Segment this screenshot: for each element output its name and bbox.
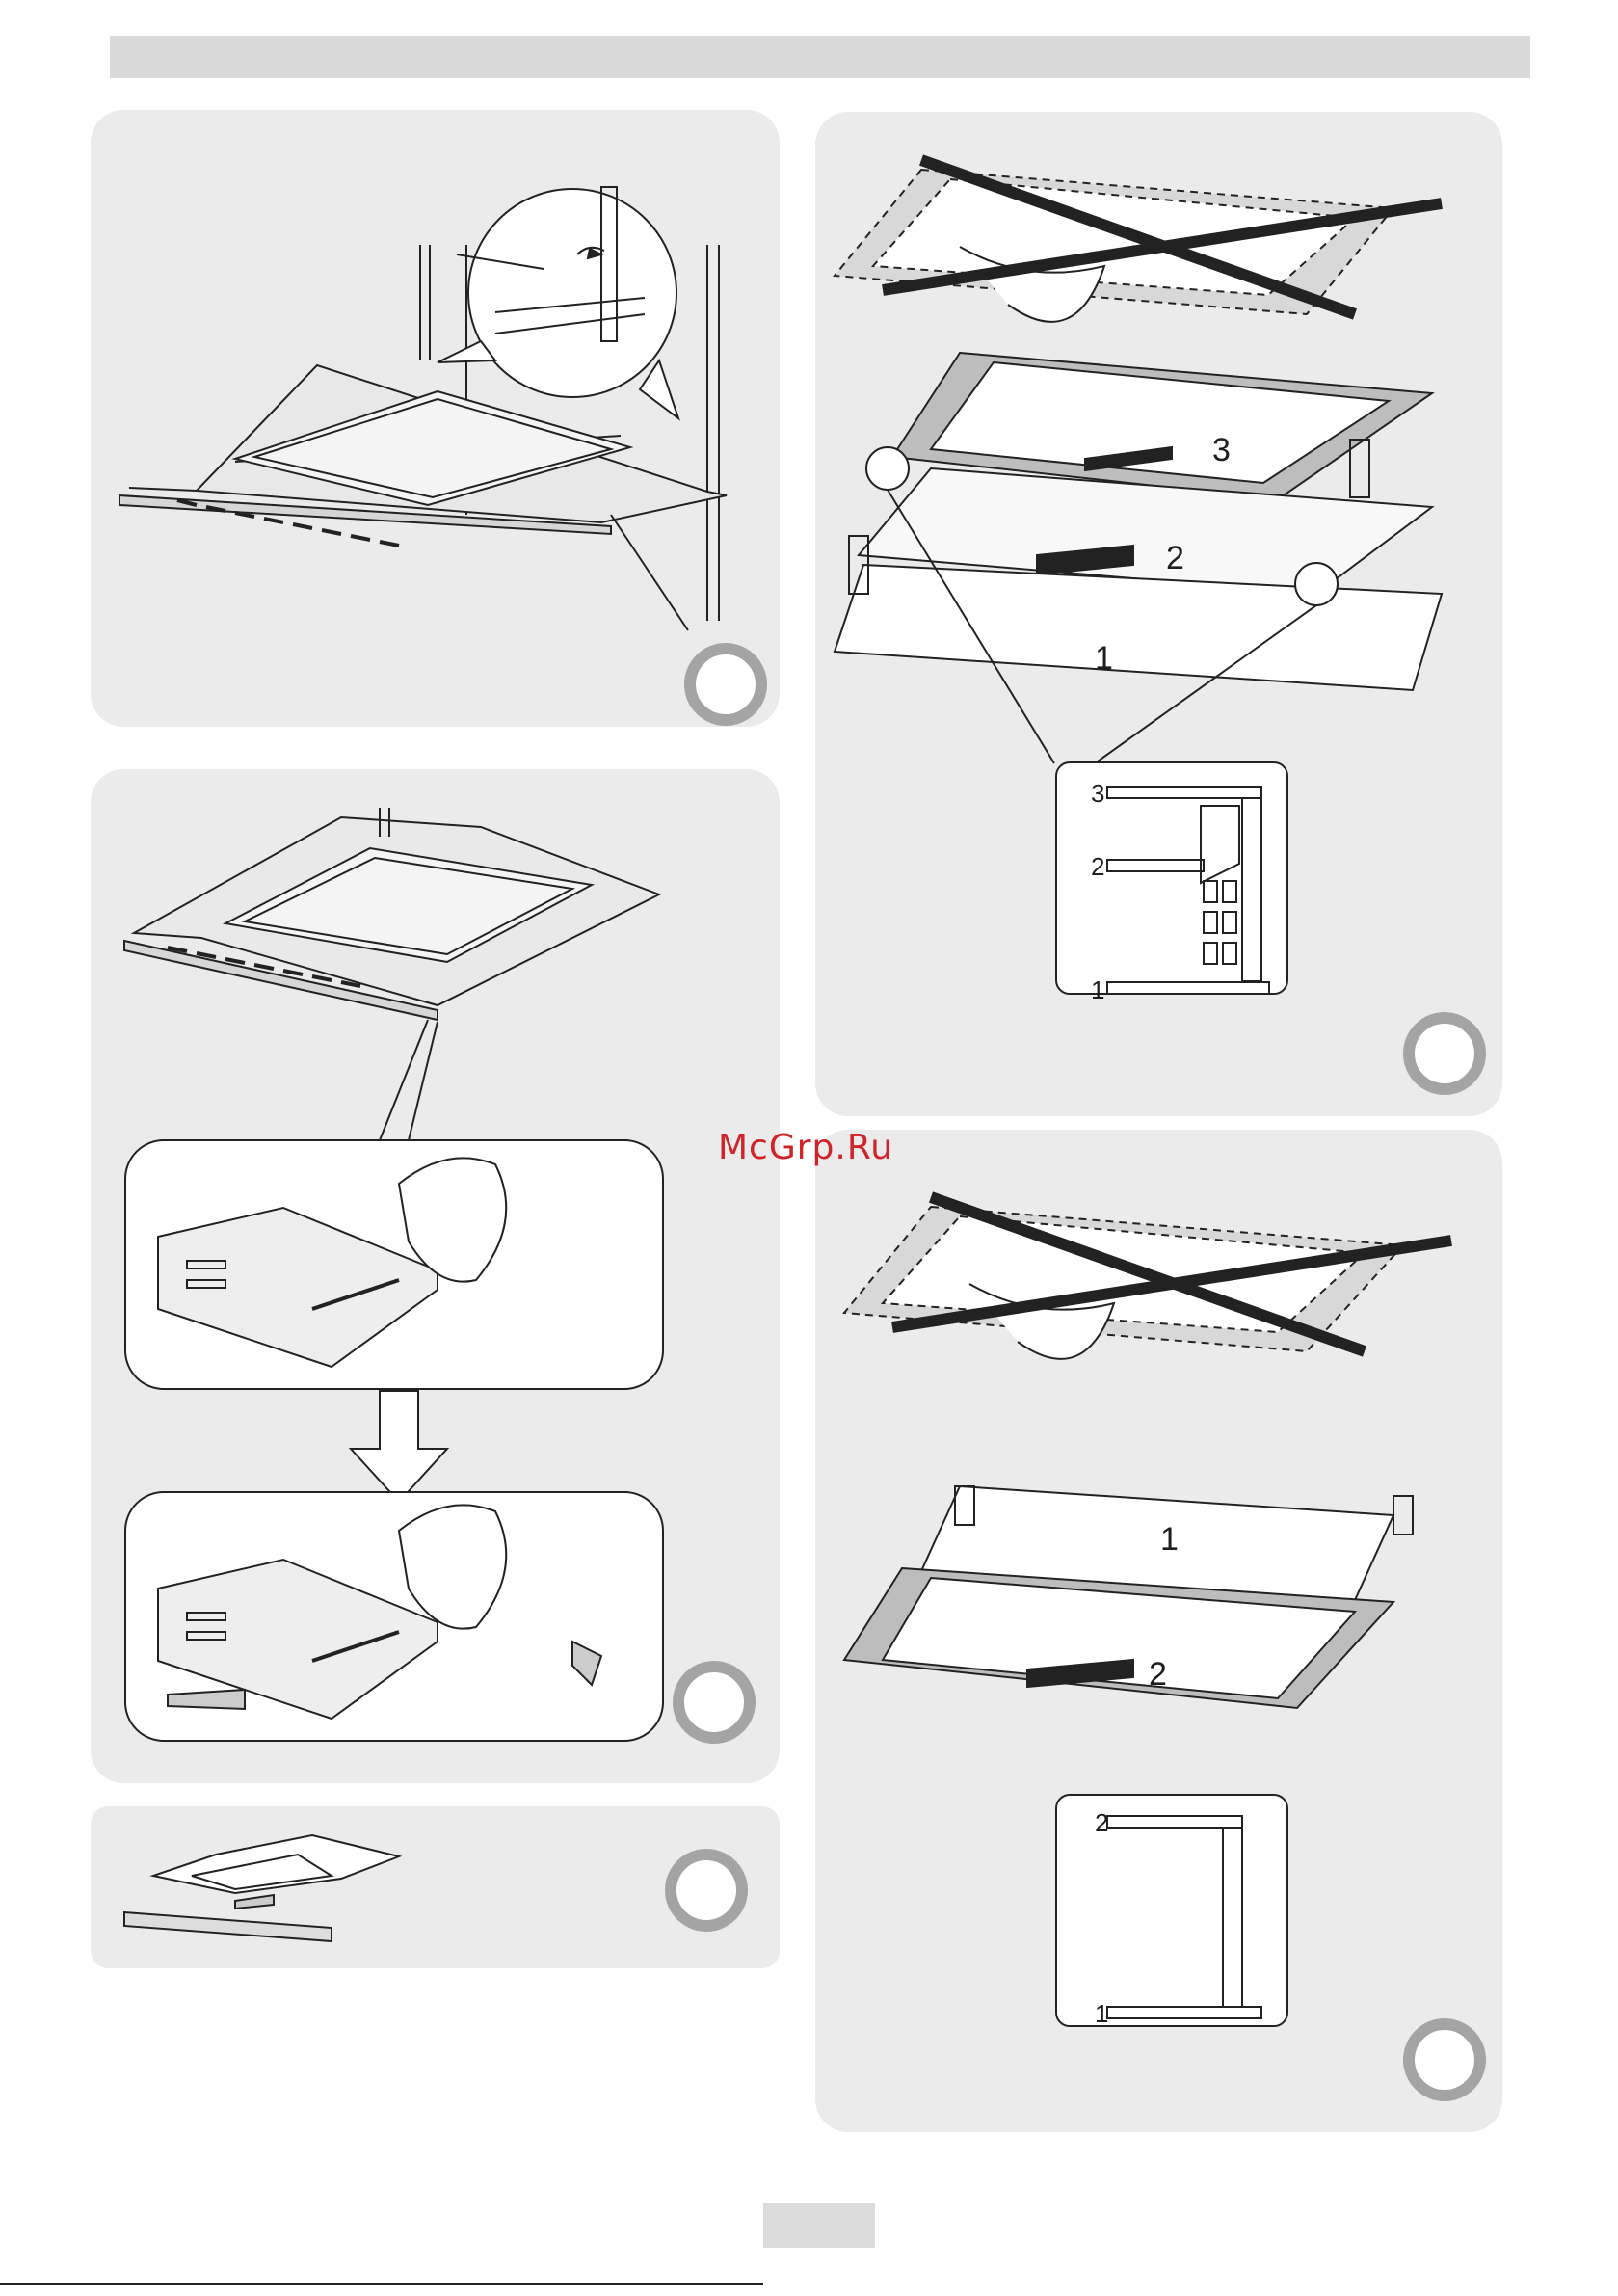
step-circle-icon	[665, 1849, 748, 1932]
layer-label-1: 1	[1095, 640, 1113, 677]
inset-label-1: 1	[1095, 1999, 1108, 2028]
glass-layers-diagram: 3 2 1 3 2 1	[815, 112, 1502, 1116]
panel-double-glass-step: 1 2 2 1	[815, 1130, 1502, 2132]
step-circle-icon	[673, 1661, 756, 1744]
layer-label-1: 1	[1160, 1521, 1179, 1558]
hand-screwdriver-icon	[91, 769, 780, 1783]
oven-door-icon	[91, 110, 780, 727]
inset-label-2: 2	[1091, 852, 1104, 881]
footer-rule	[0, 2283, 763, 2285]
page-number-box	[763, 2203, 875, 2248]
step-circle-icon	[1403, 2018, 1486, 2101]
step-circle-icon	[684, 643, 767, 726]
watermark: McGrp.Ru	[718, 1128, 893, 1167]
layer-label-3: 3	[1212, 432, 1231, 468]
step-circle-icon	[1403, 1012, 1486, 1095]
panel-trim-removal-step	[91, 1806, 780, 1968]
panel-screwdriver-step	[91, 769, 780, 1783]
layer-label-2: 2	[1149, 1656, 1167, 1693]
panel-triple-glass-step: 3 2 1 3 2 1	[815, 112, 1502, 1116]
glass-layers-diagram: 1 2 2 1	[815, 1130, 1502, 2132]
inset-label-3: 3	[1091, 779, 1104, 808]
panel-hinge-step	[91, 110, 780, 727]
header-bar	[110, 36, 1530, 78]
layer-label-2: 2	[1166, 540, 1184, 576]
inset-label-1: 1	[1091, 975, 1104, 1004]
inset-label-2: 2	[1095, 1808, 1108, 1837]
